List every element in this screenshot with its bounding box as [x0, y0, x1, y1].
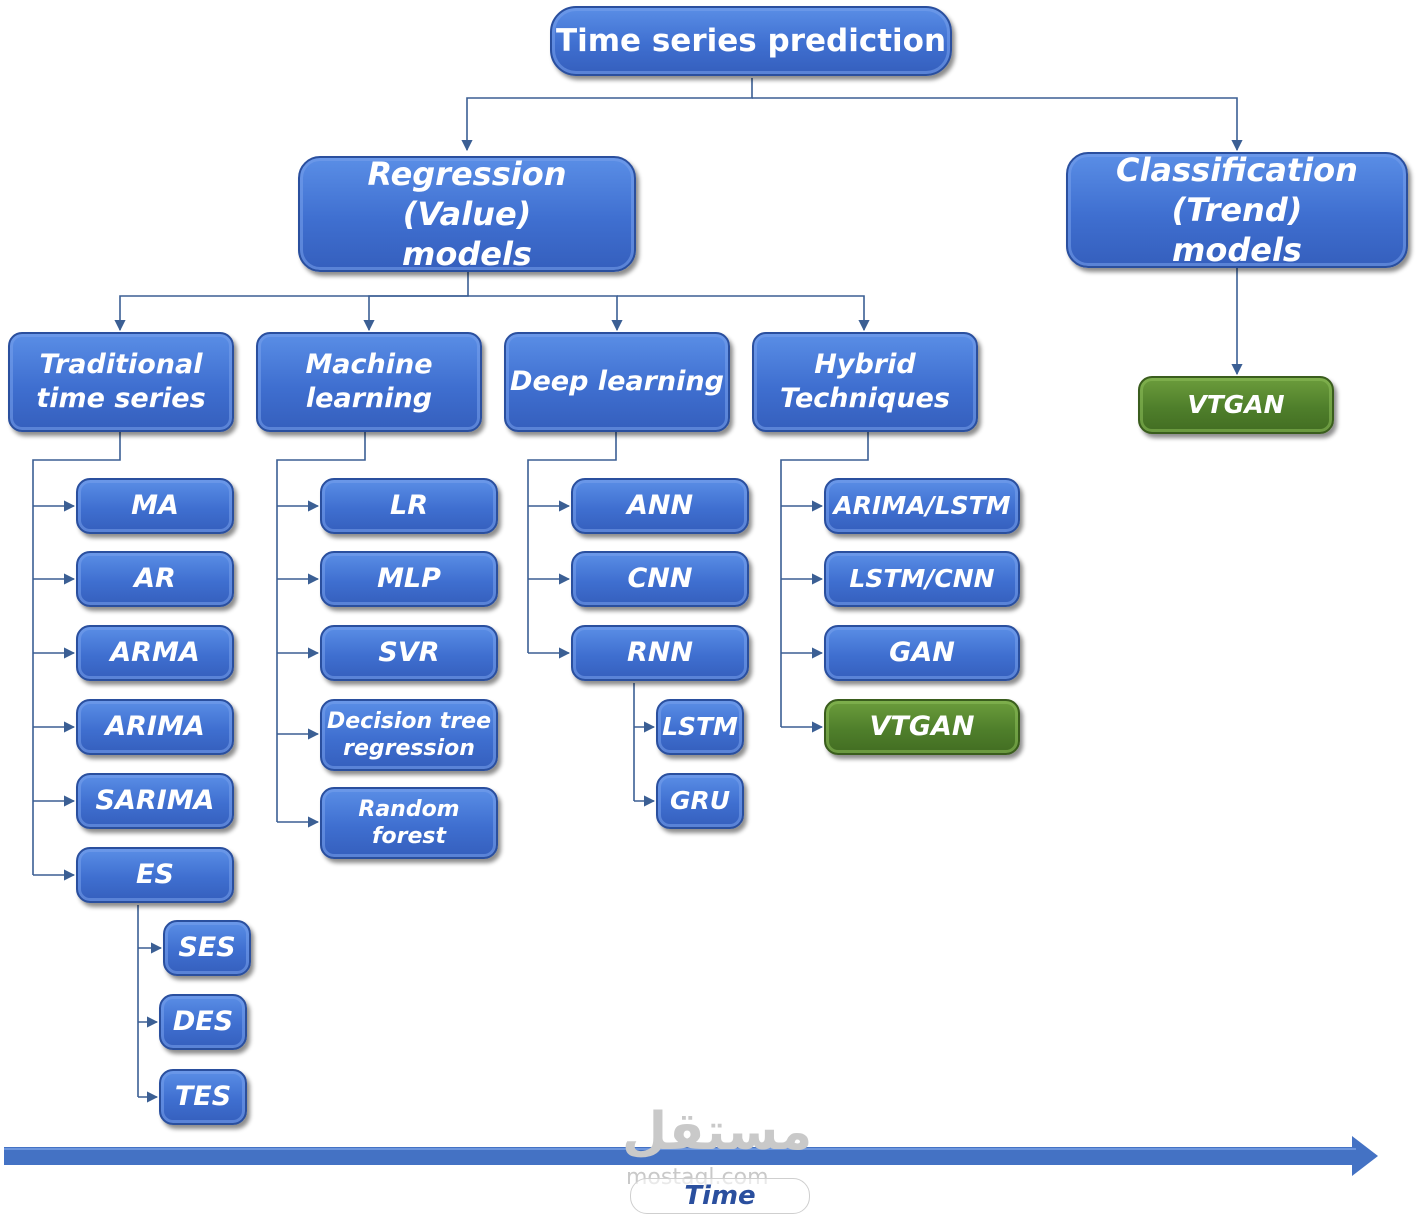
root-node: Time series prediction [550, 6, 952, 76]
classification-vtgan-node: VTGAN [1138, 376, 1334, 434]
item-lstm: LSTM [656, 699, 744, 755]
item-gru: GRU [656, 773, 744, 829]
classification-models-node: Classification (Trend) models [1066, 151, 1408, 269]
item-arima: ARIMA [76, 699, 234, 755]
item-sarima: SARIMA [76, 773, 234, 829]
category-machine-learning: Machine learning [256, 332, 482, 432]
item-lstm-cnn: LSTM/CNN [824, 551, 1020, 607]
item-decision-tree-regression: Decision tree regression [320, 699, 498, 771]
item-arima-lstm: ARIMA/LSTM [824, 478, 1020, 534]
watermark-arabic: مستقل [622, 1102, 813, 1162]
item-mlp: MLP [320, 551, 498, 607]
timeline-label: Time [630, 1178, 810, 1214]
regression-models-node: Regression (Value) models [298, 155, 636, 273]
item-ma: MA [76, 478, 234, 534]
item-vtgan-hybrid: VTGAN [824, 699, 1020, 755]
category-traditional-time-series: Traditional time series [8, 332, 234, 432]
item-ar: AR [76, 551, 234, 607]
item-des: DES [159, 994, 247, 1050]
item-cnn: CNN [571, 551, 749, 607]
item-gan: GAN [824, 625, 1020, 681]
item-ann: ANN [571, 478, 749, 534]
timeline-arrow [4, 1136, 1378, 1176]
item-ses: SES [163, 920, 251, 976]
category-deep-learning: Deep learning [504, 332, 730, 432]
item-arma: ARMA [76, 625, 234, 681]
item-svr: SVR [320, 625, 498, 681]
item-tes: TES [159, 1069, 247, 1125]
item-rnn: RNN [571, 625, 749, 681]
item-lr: LR [320, 478, 498, 534]
category-hybrid-techniques: Hybrid Techniques [752, 332, 978, 432]
item-random-forest: Random forest [320, 787, 498, 859]
connectors [32, 78, 1243, 1103]
item-es: ES [76, 847, 234, 903]
